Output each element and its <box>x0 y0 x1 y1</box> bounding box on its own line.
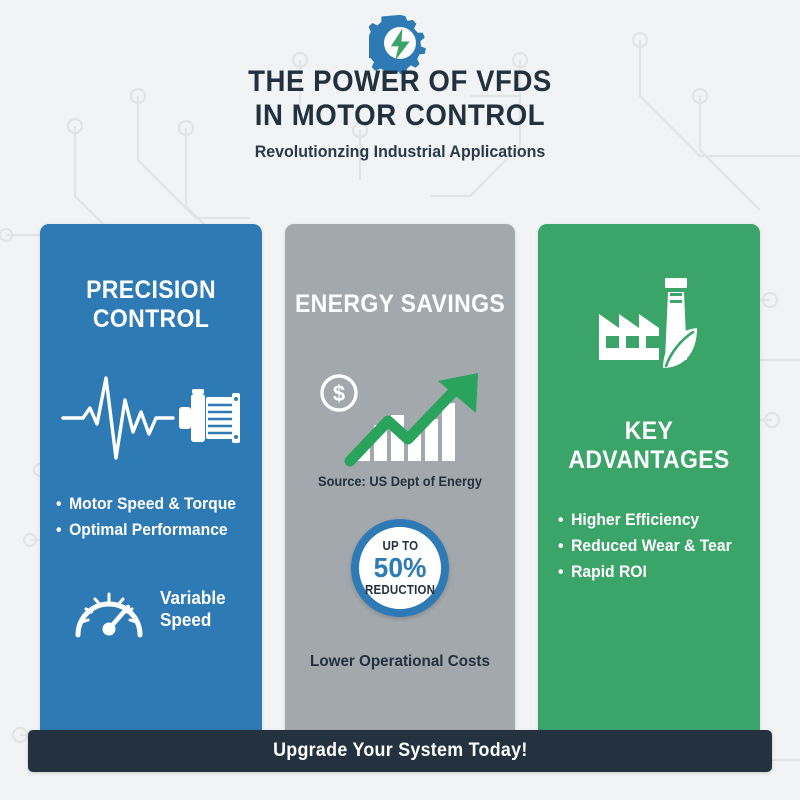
waveform-motor-icon <box>61 376 240 460</box>
speedometer-icon <box>75 592 143 638</box>
variable-speed-label-line1: Variable <box>160 588 227 608</box>
list-item: Reduced Wear & Tear <box>558 533 732 559</box>
energy-source-caption: Source: US Dept of Energy <box>318 474 482 489</box>
energy-footnote: Lower Operational Costs <box>310 653 490 670</box>
variable-speed-group: Variable Speed <box>40 577 262 641</box>
panel-precision-title-line2: CONTROL <box>92 305 210 333</box>
panel-energy-title: ENERGY SAVINGS <box>294 290 506 318</box>
panel-advantages-title: KEY ADVANTAGES <box>568 417 730 474</box>
page-title-line1: THE POWER OF VFDs <box>248 65 552 98</box>
logo <box>0 0 800 78</box>
footer-cta-bar[interactable]: Upgrade Your System Today! <box>28 730 772 772</box>
list-item: Rapid ROI <box>558 559 732 585</box>
variable-speed-label-line2: Speed <box>160 610 212 630</box>
badge-bottom-label: REDUCTION <box>364 583 436 597</box>
advantages-bullet-list: Higher Efficiency Reduced Wear & Tear Ra… <box>558 507 741 585</box>
panel-key-advantages: KEY ADVANTAGES Higher Efficiency Reduced… <box>538 224 760 730</box>
panel-precision-control: PRECISION CONTROL Motor Speed & <box>40 224 262 730</box>
badge-top-label: UP TO <box>382 539 418 553</box>
precision-bullet-list: Motor Speed & Torque Optimal Performance <box>56 491 245 543</box>
panel-energy-savings: ENERGY SAVINGS $ Source: US Dept of Ener… <box>285 224 515 730</box>
dollar-growth-chart-icon: $ <box>320 373 478 467</box>
reduction-badge: UP TO 50% REDUCTION <box>351 519 449 617</box>
page-subtitle: Revolutionzing Industrial Applications <box>254 142 546 161</box>
panel-precision-title-line1: PRECISION <box>86 276 216 304</box>
footer-cta-label: Upgrade Your System Today! <box>272 740 528 761</box>
header: THE POWER OF VFDs IN MOTOR CONTROL Revol… <box>0 0 800 162</box>
gear-lightning-icon <box>362 14 426 78</box>
badge-value: 50% <box>373 552 427 583</box>
list-item: Higher Efficiency <box>558 507 732 533</box>
svg-text:$: $ <box>333 381 345 406</box>
page-title-line2: IN MOTOR CONTROL <box>254 99 546 132</box>
factory-leaf-icon <box>599 278 697 368</box>
list-item: Motor Speed & Torque <box>56 491 236 517</box>
list-item: Optimal Performance <box>56 517 236 543</box>
